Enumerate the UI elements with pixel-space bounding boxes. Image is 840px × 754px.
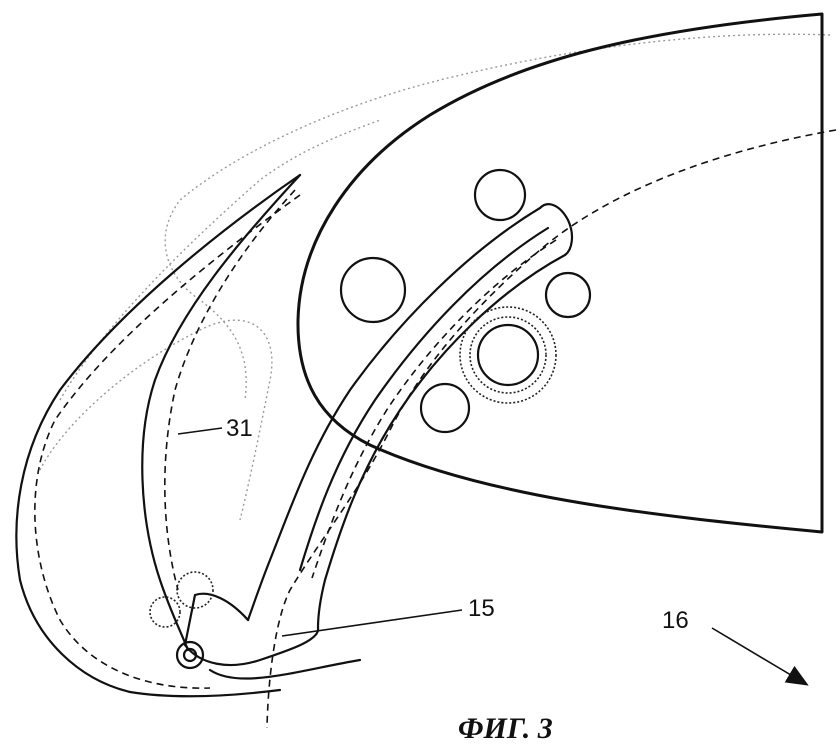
blade-dashed-outer (34, 194, 301, 689)
arm-centerline-a (298, 226, 550, 572)
swing-arc (266, 129, 837, 729)
arm-inner-edge (316, 253, 567, 630)
label-31: 31 (226, 415, 253, 442)
hole-small-bottom (419, 382, 471, 434)
hole-small-top (473, 168, 527, 222)
gear-wheel-hub (476, 323, 540, 387)
gear-wheel-outer (459, 306, 557, 404)
blade-inner (141, 173, 302, 652)
ghost-outline-inner (59, 119, 381, 401)
roller-3 (175, 640, 205, 670)
housing-outline (296, 12, 824, 534)
leader-31 (177, 427, 223, 435)
label-16: 16 (662, 607, 689, 634)
leader-15 (281, 609, 463, 637)
hole-large-left (339, 256, 407, 324)
direction-arrow-16 (711, 627, 809, 686)
blade-dashed-inner (164, 189, 296, 591)
label-15: 15 (468, 595, 495, 622)
hole-small-right (544, 271, 592, 319)
blade-outer (15, 173, 302, 698)
roller-3-inner (182, 647, 198, 663)
figure-caption: ФИГ. 3 (458, 712, 553, 745)
gear-wheel-inner (469, 316, 547, 394)
roller-2 (149, 596, 181, 628)
ghost-outline-outer (164, 33, 831, 401)
arm-base-bracket (183, 592, 362, 680)
arm-outer-edge (246, 206, 542, 622)
ghost-outline-lower (39, 319, 273, 521)
arm-tip (538, 203, 574, 257)
roller-1 (176, 571, 214, 609)
